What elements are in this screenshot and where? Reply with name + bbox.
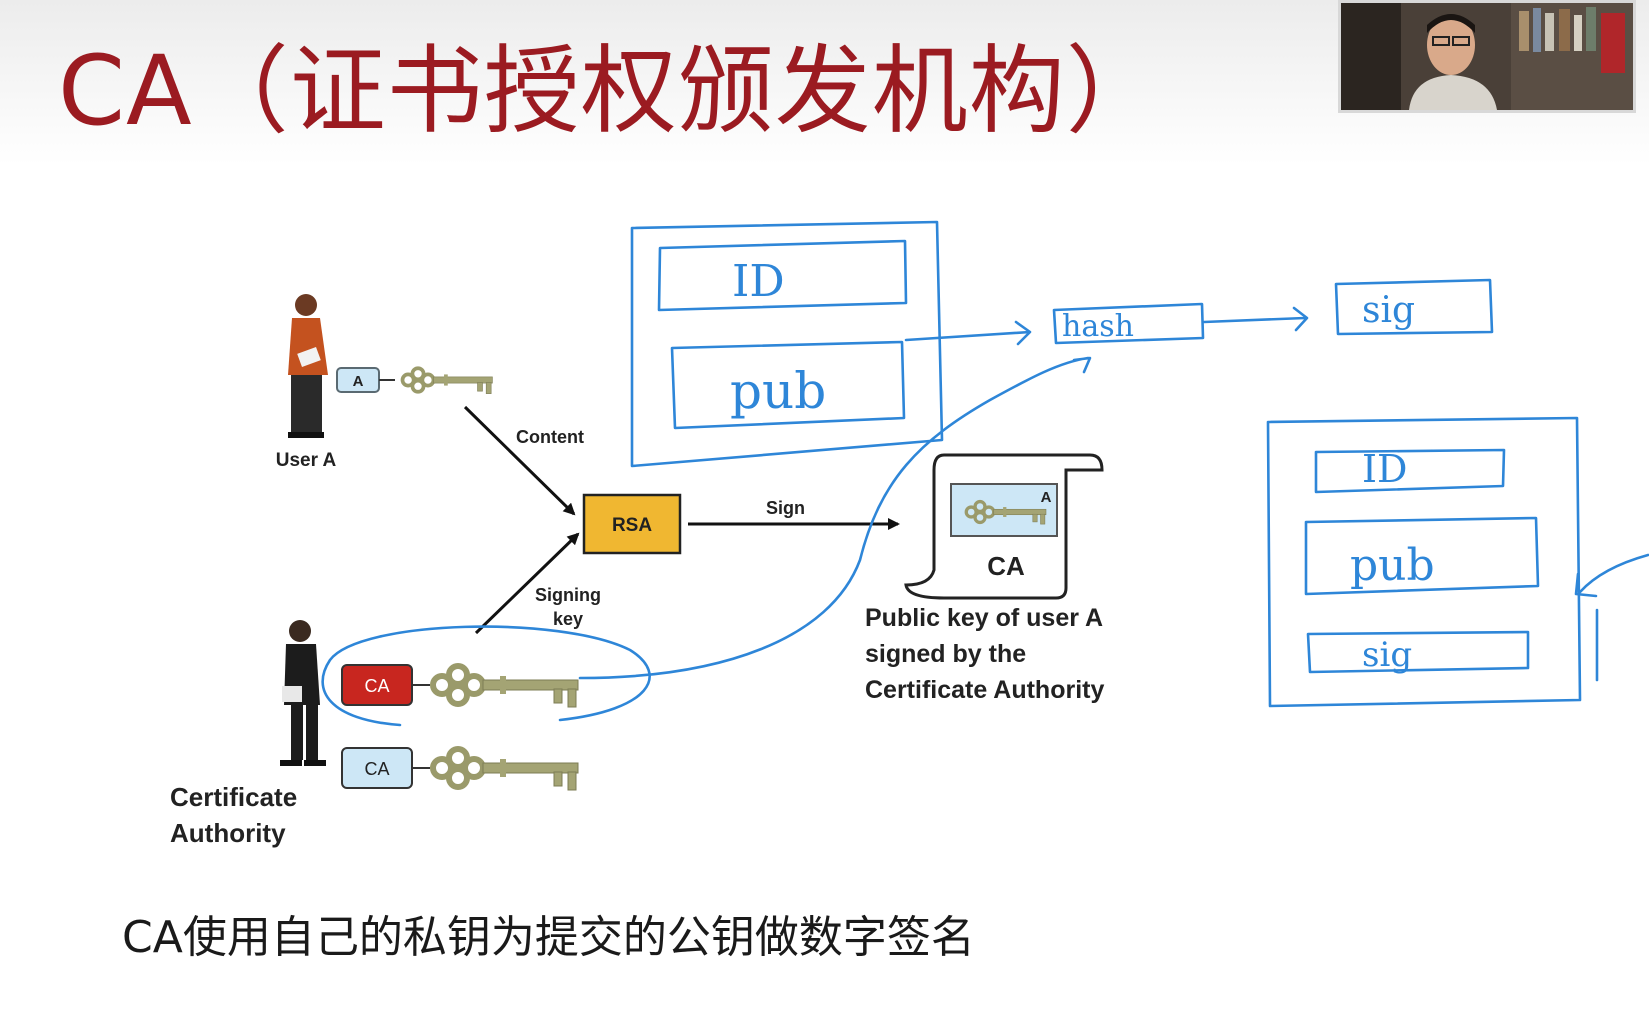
certificate-title: CA — [987, 551, 1025, 581]
certificate-tag-label: A — [1041, 489, 1052, 506]
annotation-sig-box — [1334, 278, 1494, 336]
signing-key-label-line1: Signing — [535, 585, 601, 605]
ca-private-tag-label: CA — [364, 676, 389, 696]
user-a-label: User A — [276, 450, 337, 471]
annotation-ellipse — [321, 625, 651, 727]
slide-caption: CA使用自己的私钥为提交的公钥做数字签名 — [122, 912, 975, 963]
annotation-hash-box — [1052, 302, 1205, 345]
annotation-id-1: ID — [732, 256, 785, 307]
annotation-arrow-to-sig — [1202, 306, 1309, 332]
ca-label-line2: Authority — [170, 818, 286, 848]
annotation-hash: hash — [1062, 309, 1134, 344]
annotation-box-2 — [1266, 416, 1582, 708]
certificate-desc-line3: Certificate Authority — [865, 676, 1104, 704]
ca-figure — [280, 620, 326, 766]
annotation-id-2: ID — [1362, 447, 1407, 491]
webcam-image — [1341, 3, 1633, 110]
annotation-arrow-to-hash — [904, 320, 1032, 346]
certificate-desc-line2: signed by the — [865, 640, 1026, 668]
annotation-sig-2: sig — [1362, 635, 1412, 675]
signing-key-arrow — [474, 532, 580, 635]
sign-label: Sign — [766, 498, 805, 518]
webcam-overlay — [1338, 0, 1636, 113]
ca-private-key-icon: CA — [341, 665, 578, 707]
annotation-sig: sig — [1362, 290, 1415, 331]
user-a-key-icon: A — [336, 366, 495, 396]
annotation-pub-2: pub — [1350, 540, 1435, 591]
content-label: Content — [516, 427, 584, 447]
annotation-box-1 — [630, 220, 944, 468]
rsa-label: RSA — [612, 515, 652, 536]
annotation-arrow-incoming — [1574, 553, 1649, 598]
content-arrow — [463, 405, 576, 516]
rsa-box — [582, 493, 682, 555]
annotation-curve — [578, 356, 1092, 680]
certificate-desc-line1: Public key of user A — [865, 604, 1103, 632]
ca-public-tag-label: CA — [364, 759, 389, 779]
user-a-figure — [288, 294, 328, 438]
signing-key-label-line2: key — [553, 609, 583, 629]
annotation-pub-1: pub — [730, 362, 826, 420]
certificate-scroll: A CA — [904, 453, 1104, 600]
ca-public-key-icon: CA — [341, 748, 578, 790]
user-a-tag-label: A — [353, 373, 364, 390]
slide-title: CA（证书授权颁发机构） — [58, 35, 1163, 147]
ca-label-line1: Certificate — [170, 782, 297, 812]
